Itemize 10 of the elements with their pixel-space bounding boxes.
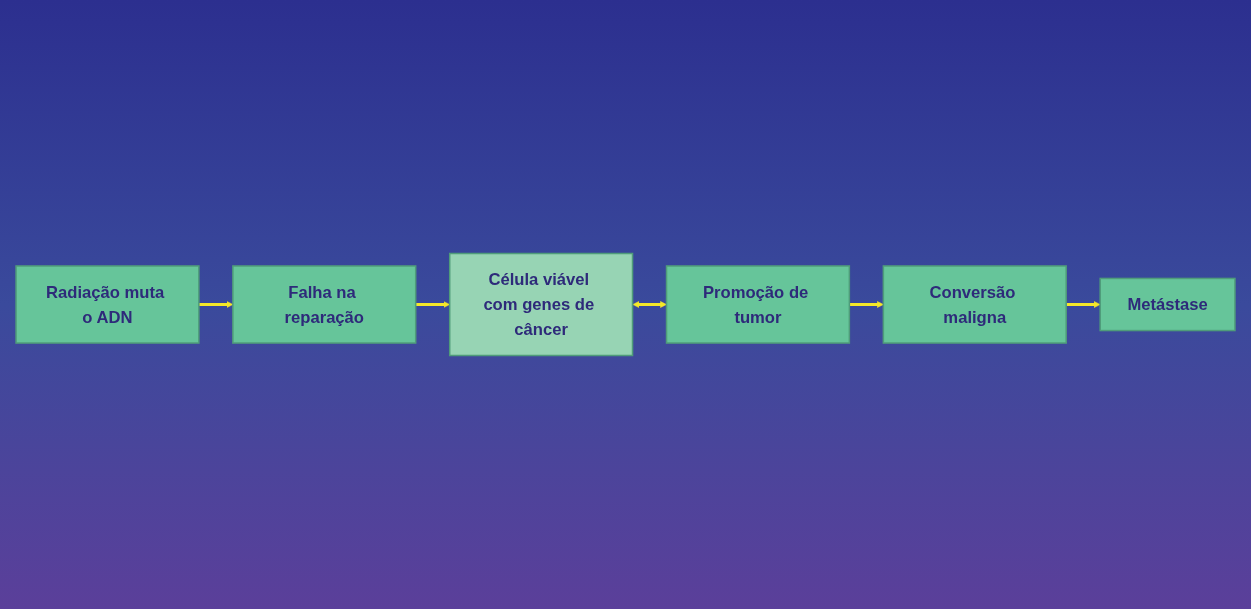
- arrow: [1066, 301, 1101, 308]
- arrow: [415, 301, 450, 308]
- arrow: [849, 301, 884, 308]
- node-box: Radiação muta o ADN: [15, 265, 200, 344]
- node-box: Conversão maligna: [882, 265, 1067, 344]
- node-box: Célula viável com genes de câncer: [448, 252, 634, 357]
- node-box: Promoção de tumor: [665, 265, 851, 344]
- node-box: Falha na reparação: [232, 265, 417, 344]
- node-box: Metástase: [1099, 277, 1236, 332]
- arrow: [632, 301, 667, 308]
